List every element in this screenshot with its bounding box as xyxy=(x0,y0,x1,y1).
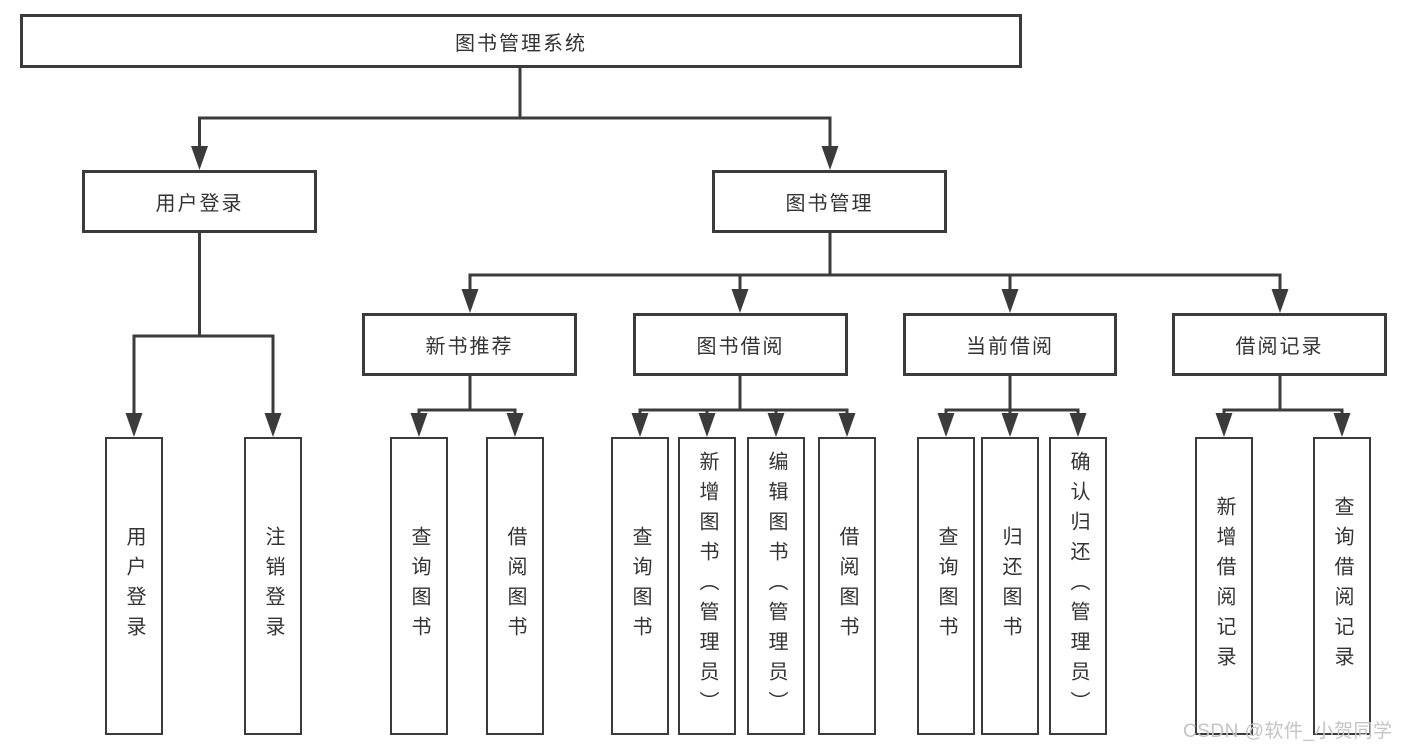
csdn-watermark: CSDN @软件_小贺同学 xyxy=(1183,721,1393,742)
leaf-logout: 注销登录 xyxy=(244,437,302,735)
leaf-return-book: 归还图书 xyxy=(981,437,1039,735)
leaf-borrow-books: 借阅图书 xyxy=(818,437,876,735)
node-book-management: 图书管理 xyxy=(712,170,947,233)
leaf-query-books-borrow: 查询图书 xyxy=(611,437,669,735)
leaf-user-login: 用户登录 xyxy=(105,437,163,735)
leaf-query-books-recommend: 查询图书 xyxy=(390,437,448,735)
leaf-edit-book-admin: 编辑图书（管理员） xyxy=(747,437,805,735)
leaf-add-borrow-record: 新增借阅记录 xyxy=(1195,437,1253,735)
node-user-login: 用户登录 xyxy=(82,170,317,233)
node-current-borrow: 当前借阅 xyxy=(903,313,1117,376)
node-new-book-recommend: 新书推荐 xyxy=(362,313,577,376)
node-borrow-records: 借阅记录 xyxy=(1172,313,1387,376)
leaf-query-books-current: 查询图书 xyxy=(917,437,975,735)
leaf-query-borrow-record: 查询借阅记录 xyxy=(1313,437,1371,735)
leaf-add-book-admin: 新增图书（管理员） xyxy=(678,437,736,735)
node-library-management-system: 图书管理系统 xyxy=(20,14,1022,68)
leaf-borrow-books-recommend: 借阅图书 xyxy=(486,437,544,735)
node-book-borrow: 图书借阅 xyxy=(633,313,848,376)
arrowheads xyxy=(125,146,1351,437)
leaf-confirm-return-admin: 确认归还（管理员） xyxy=(1049,437,1107,735)
